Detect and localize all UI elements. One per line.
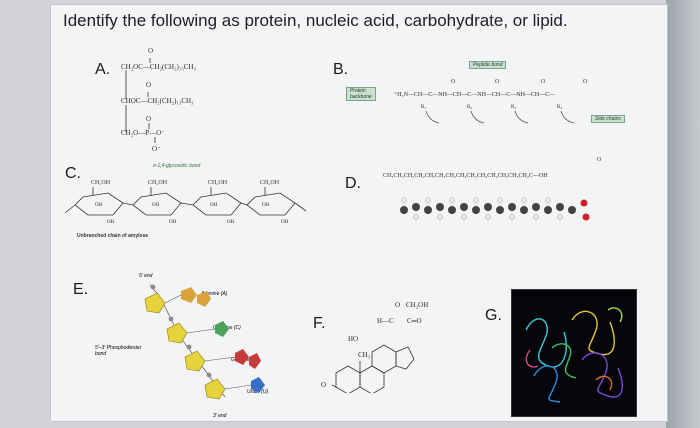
oxygen-label: O [146, 115, 152, 123]
label-d: D. [345, 175, 361, 192]
amylose-caption: Unbranched chain of amylose [77, 233, 149, 239]
peptide-bond-label: Peptide bond [469, 61, 507, 69]
steroid-top-oxygen: O [395, 301, 401, 309]
backbone-label: Protein backbone [346, 87, 376, 101]
glycosidic-bond-label: α-1,4-glycosidic bond [153, 163, 201, 169]
r-group-1: R₁ [421, 105, 427, 110]
fatty-acid-ball-model [400, 197, 590, 221]
carbonyl-oxygen: O [495, 79, 500, 85]
three-prime-end-label: 3′ end [213, 413, 227, 419]
adenine-label: Adenine (A) [201, 291, 228, 297]
steroid-methyl: CH₃ [358, 351, 371, 359]
steroid-carbonyl: C═O [407, 317, 422, 325]
phosphate-charge: O⁻ [152, 145, 161, 153]
protein-ribbon-image [525, 307, 623, 403]
phosphate-group: CH₂O—P—O⁻ [121, 129, 165, 137]
hydroxyl-label: OH [107, 220, 115, 225]
slide: Identify the following as protein, nucle… [50, 4, 668, 422]
label-a: A. [95, 61, 111, 78]
ch2oh-label: CH₂OH [148, 180, 168, 186]
carbonyl-oxygen: O [597, 157, 602, 163]
ch2oh-label: CH₂OH [91, 180, 111, 186]
background-edge [666, 0, 700, 428]
label-e: E. [73, 281, 89, 298]
hydroxyl-label: OH [210, 203, 218, 208]
ch2oh-label: CH₂OH [260, 180, 280, 186]
side-chain-arrows [425, 110, 575, 124]
hydroxyl-label: OH [262, 203, 270, 208]
r-group-3: R₃ [511, 105, 517, 110]
phosphodiester-label: 5′–3′ Phosphodiester bond [95, 345, 142, 357]
steroid-ketone-oxygen: O [321, 381, 327, 389]
protein-3d-structure [511, 289, 637, 417]
hydroxyl-label: OH [152, 203, 160, 208]
hydroxyl-label: OH [227, 220, 235, 225]
fatty-acid-chain-2: CHOC—CH₂(CH₂)₁₃CH₃ [121, 97, 194, 105]
carbonyl-oxygen: O [583, 79, 588, 85]
amylose-rings [64, 187, 307, 216]
glycerol-bonds [125, 58, 156, 143]
page-title: Identify the following as protein, nucle… [63, 11, 568, 30]
five-prime-end-label: 5′ end [139, 273, 153, 279]
hydroxyl-label: OH [95, 203, 103, 208]
ch2oh-label: CH₂OH [208, 180, 228, 186]
oxygen-label: O [146, 81, 152, 89]
fatty-acid-chain-1: CH₂OC—CH₂(CH₂)₁₅CH₃ [121, 63, 196, 71]
fatty-acid-formula: CH₃CH₂CH₂CH₂CH₂CH₂CH₂CH₂CH₂CH₂CH₂CH₂CH₂C… [383, 173, 548, 179]
steroid-rings [331, 344, 415, 393]
r-group-2: R₂ [467, 105, 473, 110]
label-c: C. [65, 165, 81, 182]
carbonyl-oxygen: O [451, 79, 456, 85]
rna-strand-diagram [144, 284, 265, 400]
steroid-ch2oh: CH₂OH [406, 301, 429, 309]
steroid-hc: H—C [377, 317, 394, 325]
label-g: G. [485, 307, 502, 324]
hydroxyl-label: OH [169, 220, 177, 225]
steroid-hydroxyl: HO [348, 335, 359, 343]
peptide-chain: ⁺H₃N—CH—C—NH—CH—C—NH—CH—C—NH—CH—C— [394, 92, 556, 98]
hydroxyl-label: OH [281, 220, 289, 225]
label-f: F. [313, 315, 326, 332]
side-chains-label: Side chains [591, 115, 625, 123]
oxygen-label: O [148, 47, 154, 55]
carbonyl-oxygen: O [541, 79, 546, 85]
label-b: B. [333, 61, 349, 78]
r-group-4: R₄ [557, 105, 563, 110]
